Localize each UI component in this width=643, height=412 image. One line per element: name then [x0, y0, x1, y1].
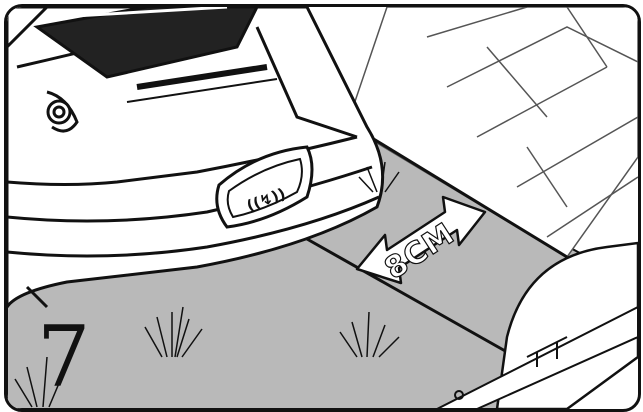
illustration-frame: ((↯)) 7 8CM	[4, 4, 641, 412]
step-number: 7	[37, 315, 90, 399]
installation-scene: ((↯))	[7, 7, 638, 409]
